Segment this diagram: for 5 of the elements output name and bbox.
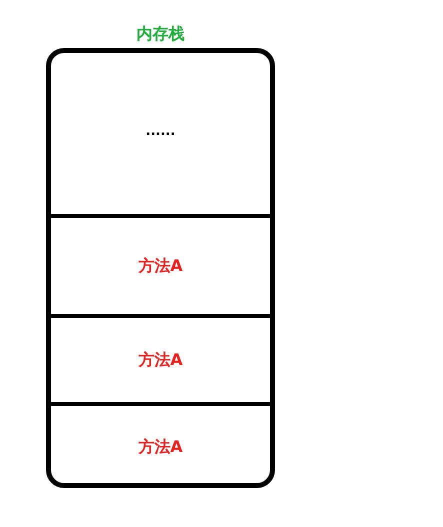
slot-label: 方法A	[138, 350, 183, 370]
slot-label: 方法A	[138, 436, 183, 458]
stack-title: 内存栈	[136, 24, 184, 45]
slot-label: ......	[146, 124, 176, 138]
slot-label: 方法A	[138, 256, 183, 276]
